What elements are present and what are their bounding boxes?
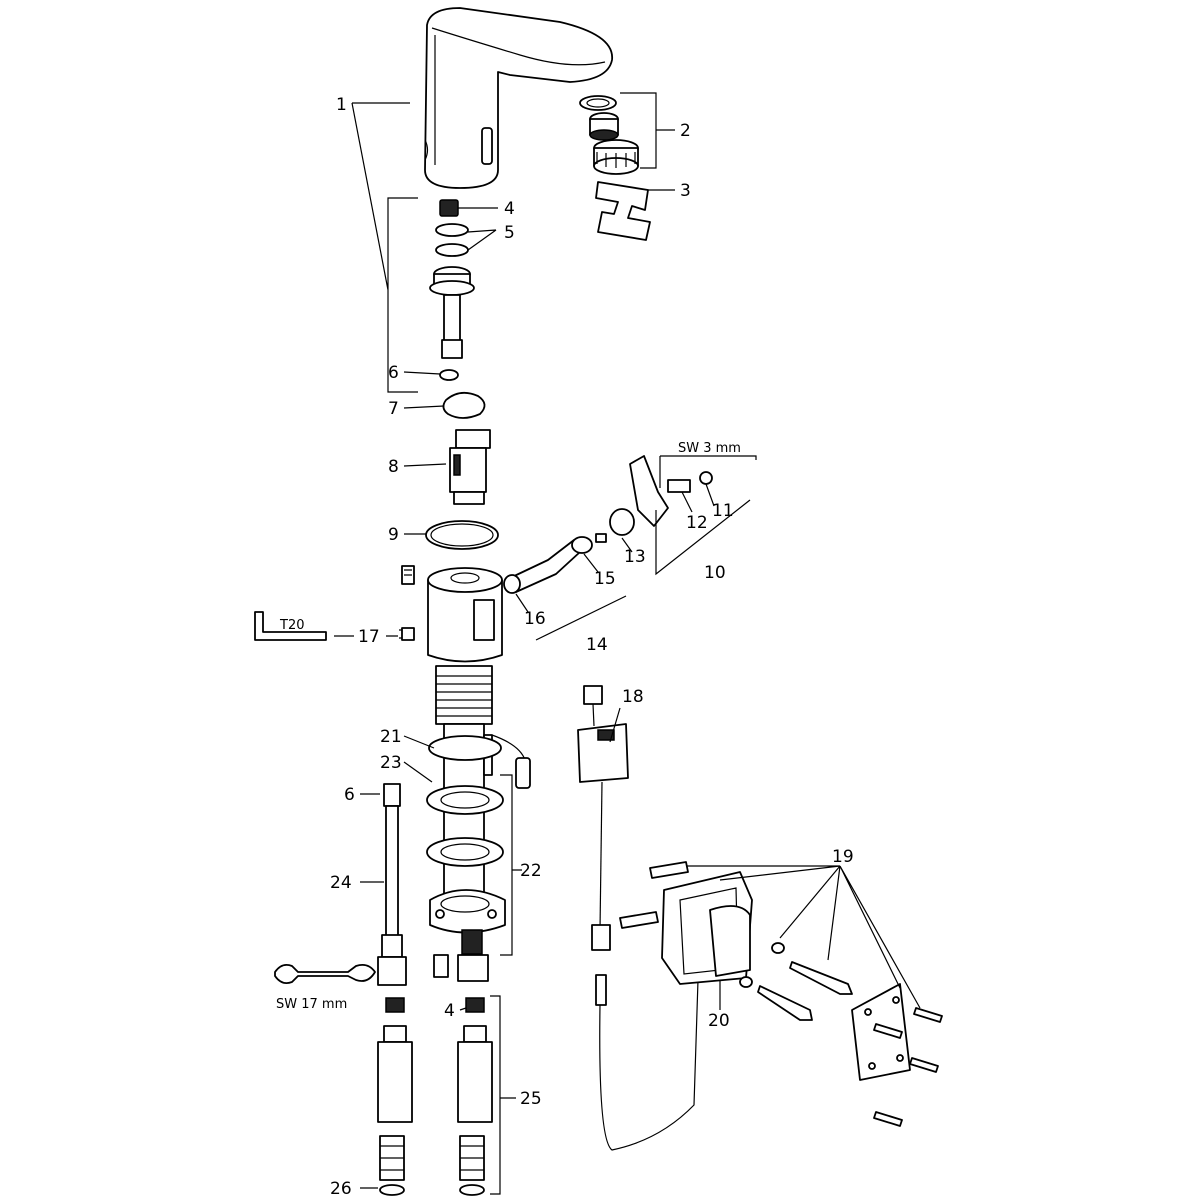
ring-21 bbox=[428, 735, 502, 761]
label-16: 16 bbox=[524, 609, 546, 629]
solenoid-valve bbox=[449, 429, 491, 505]
label-1: 1 bbox=[336, 95, 347, 115]
label-18: 18 bbox=[622, 687, 644, 707]
battery-box bbox=[661, 871, 753, 985]
label-4a: 4 bbox=[504, 199, 515, 219]
machine-screws bbox=[873, 1007, 943, 1127]
sensor-module-icon bbox=[577, 685, 699, 1151]
aerator-key-plate bbox=[595, 181, 651, 241]
wrench-size-label: SW 17 mm bbox=[276, 997, 347, 1012]
label-20: 20 bbox=[708, 1011, 730, 1031]
label-24: 24 bbox=[330, 873, 352, 893]
label-17: 17 bbox=[358, 627, 380, 647]
label-2: 2 bbox=[680, 121, 691, 141]
label-19: 19 bbox=[832, 847, 854, 867]
label-6b: 6 bbox=[344, 785, 355, 805]
connector-adapters bbox=[377, 997, 493, 1123]
label-12: 12 bbox=[686, 513, 708, 533]
wrench-icon bbox=[274, 963, 376, 985]
label-14: 14 bbox=[586, 635, 608, 655]
label-10: 10 bbox=[704, 563, 726, 583]
stem-assembly bbox=[429, 199, 475, 381]
label-3: 3 bbox=[680, 181, 691, 201]
ring-23 bbox=[426, 785, 504, 815]
label-23: 23 bbox=[380, 753, 402, 773]
label-11: 11 bbox=[712, 501, 734, 521]
label-7: 7 bbox=[388, 399, 399, 419]
faucet-spout-icon bbox=[424, 7, 613, 189]
label-21: 21 bbox=[380, 727, 402, 747]
label-8: 8 bbox=[388, 457, 399, 477]
label-13: 13 bbox=[624, 547, 646, 567]
label-26: 26 bbox=[330, 1179, 352, 1199]
label-5: 5 bbox=[504, 223, 515, 243]
label-9: 9 bbox=[388, 525, 399, 545]
hex-key-size-label: SW 3 mm bbox=[678, 441, 741, 456]
label-15: 15 bbox=[594, 569, 616, 589]
temperature-limiter-assembly bbox=[503, 455, 713, 594]
lower-nuts bbox=[433, 929, 489, 982]
wood-screws bbox=[739, 942, 853, 1021]
torx-key-icon bbox=[254, 611, 327, 641]
torx-key-label: T20 bbox=[279, 618, 304, 633]
label-22: 22 bbox=[520, 861, 542, 881]
fixing-plate bbox=[429, 889, 506, 934]
label-6a: 6 bbox=[388, 363, 399, 383]
flex-hose bbox=[377, 783, 407, 986]
torx-screw bbox=[399, 627, 415, 641]
set-screw bbox=[401, 565, 415, 585]
filter-screens bbox=[379, 1135, 485, 1196]
leader-lines bbox=[334, 92, 921, 1195]
wall-plugs bbox=[619, 861, 689, 929]
large-o-ring bbox=[425, 520, 499, 550]
hex-key-icon bbox=[659, 455, 757, 488]
label-25: 25 bbox=[520, 1089, 542, 1109]
label-4b: 4 bbox=[444, 1001, 455, 1021]
aerator-icon bbox=[579, 95, 639, 175]
flat-gasket bbox=[442, 391, 486, 419]
